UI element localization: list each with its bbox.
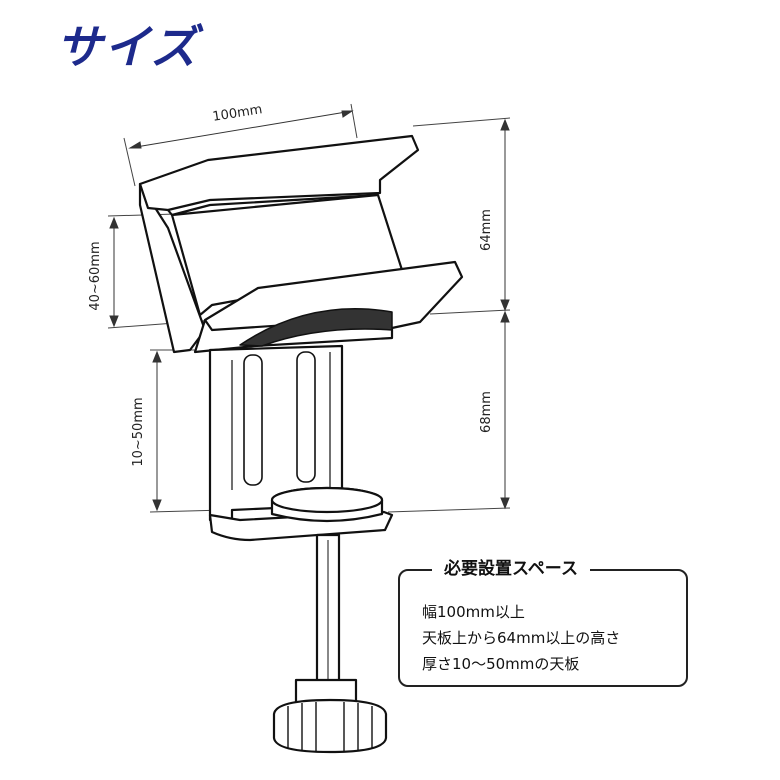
upper-gap-label: 40~60mm <box>88 241 103 310</box>
required-space-title: 必要設置スペース <box>432 556 590 582</box>
page-title: サイズ <box>56 20 199 74</box>
required-space-box: 必要設置スペース 幅100mm以上 天板上から64mm以上の高さ 厚さ10～50… <box>398 556 688 687</box>
required-space-line: 天板上から64mm以上の高さ <box>422 629 621 647</box>
required-space-line: 幅100mm以上 <box>422 603 525 621</box>
width-label: 100mm <box>212 102 264 125</box>
lower-height-label: 68mm <box>479 391 494 433</box>
required-space-line: 厚さ10～50mmの天板 <box>422 655 580 673</box>
required-space-lines: 幅100mm以上 天板上から64mm以上の高さ 厚さ10～50mmの天板 <box>422 599 620 677</box>
dimension-arrows <box>109 110 510 512</box>
upper-height-label: 64mm <box>479 209 494 251</box>
lower-gap-label: 10~50mm <box>131 397 146 466</box>
clamp-body <box>138 134 464 754</box>
